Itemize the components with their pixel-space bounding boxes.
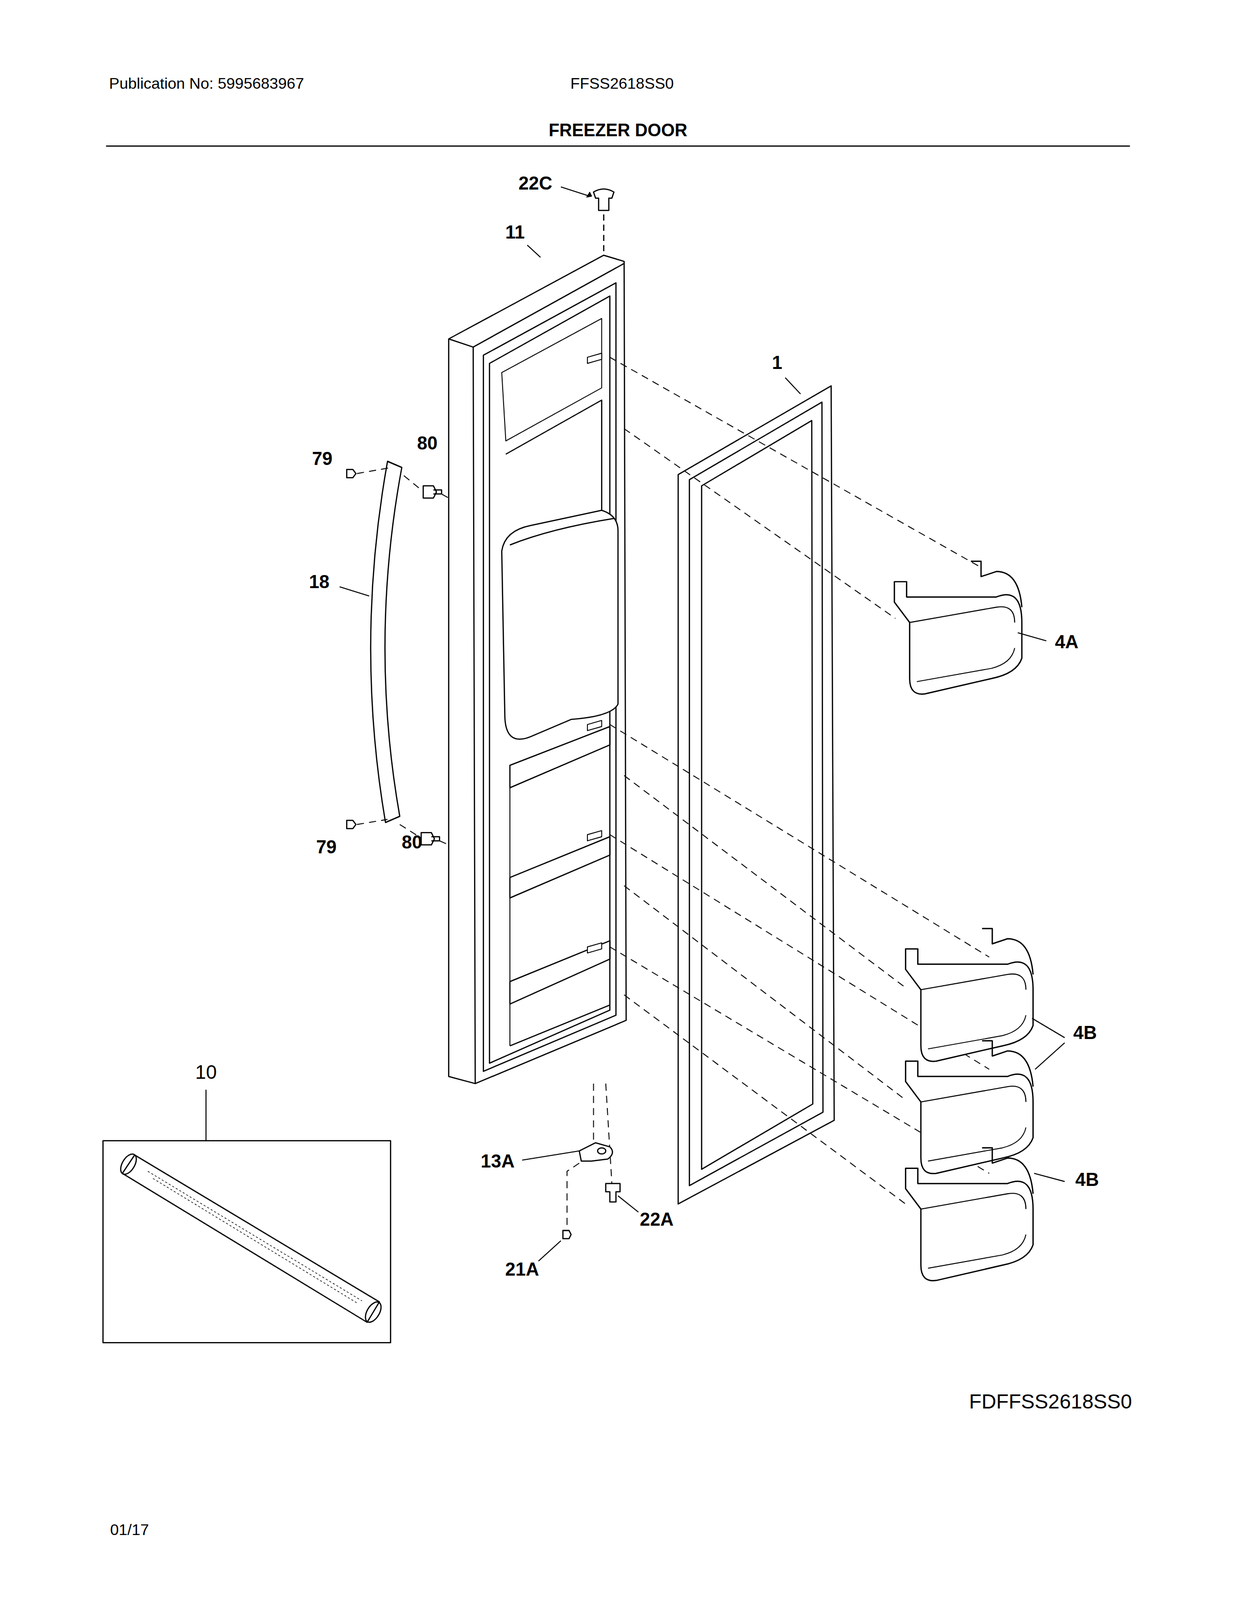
hinge-parts (562, 1142, 620, 1239)
callout-number: 79 (316, 837, 337, 858)
callout-number: 4B (1073, 1022, 1097, 1044)
callout-number: 22C (518, 173, 553, 194)
callout-number: 18 (308, 571, 330, 593)
page-note: Publication No: 5995683967 (109, 75, 304, 93)
door-bin (905, 1147, 1033, 1281)
page-note: FFSS2618SS0 (570, 75, 674, 93)
callout-number: 13A (480, 1151, 515, 1173)
door-bin (905, 1040, 1033, 1174)
page-note: FDFFSS2618SS0 (968, 1390, 1132, 1413)
callout-number: 79 (312, 448, 333, 470)
callout-number: 10 (195, 1061, 218, 1083)
door-bin (894, 561, 1022, 695)
callout-number: 80 (416, 433, 438, 454)
callout-number: 22A (639, 1209, 674, 1230)
callout-number: 4B (1075, 1169, 1100, 1190)
tube-inset (103, 1140, 391, 1343)
page-title: FREEZER DOOR (548, 121, 688, 141)
callout-number: 11 (505, 222, 525, 243)
callout-number: 80 (401, 832, 423, 853)
door-pin (593, 189, 615, 252)
fasteners (346, 469, 442, 845)
leader-lines (206, 187, 1065, 1261)
door-bin (905, 928, 1033, 1062)
door-assembly (448, 254, 627, 1083)
header-rule (106, 145, 1130, 147)
page-note: 01/17 (110, 1521, 149, 1538)
callout-number: 21A (505, 1259, 539, 1281)
assembly-lines (356, 357, 989, 1230)
callout-number: 1 (772, 352, 783, 374)
door-handle (370, 460, 402, 823)
callout-number: 4A (1054, 632, 1079, 653)
door-gasket (678, 385, 835, 1204)
